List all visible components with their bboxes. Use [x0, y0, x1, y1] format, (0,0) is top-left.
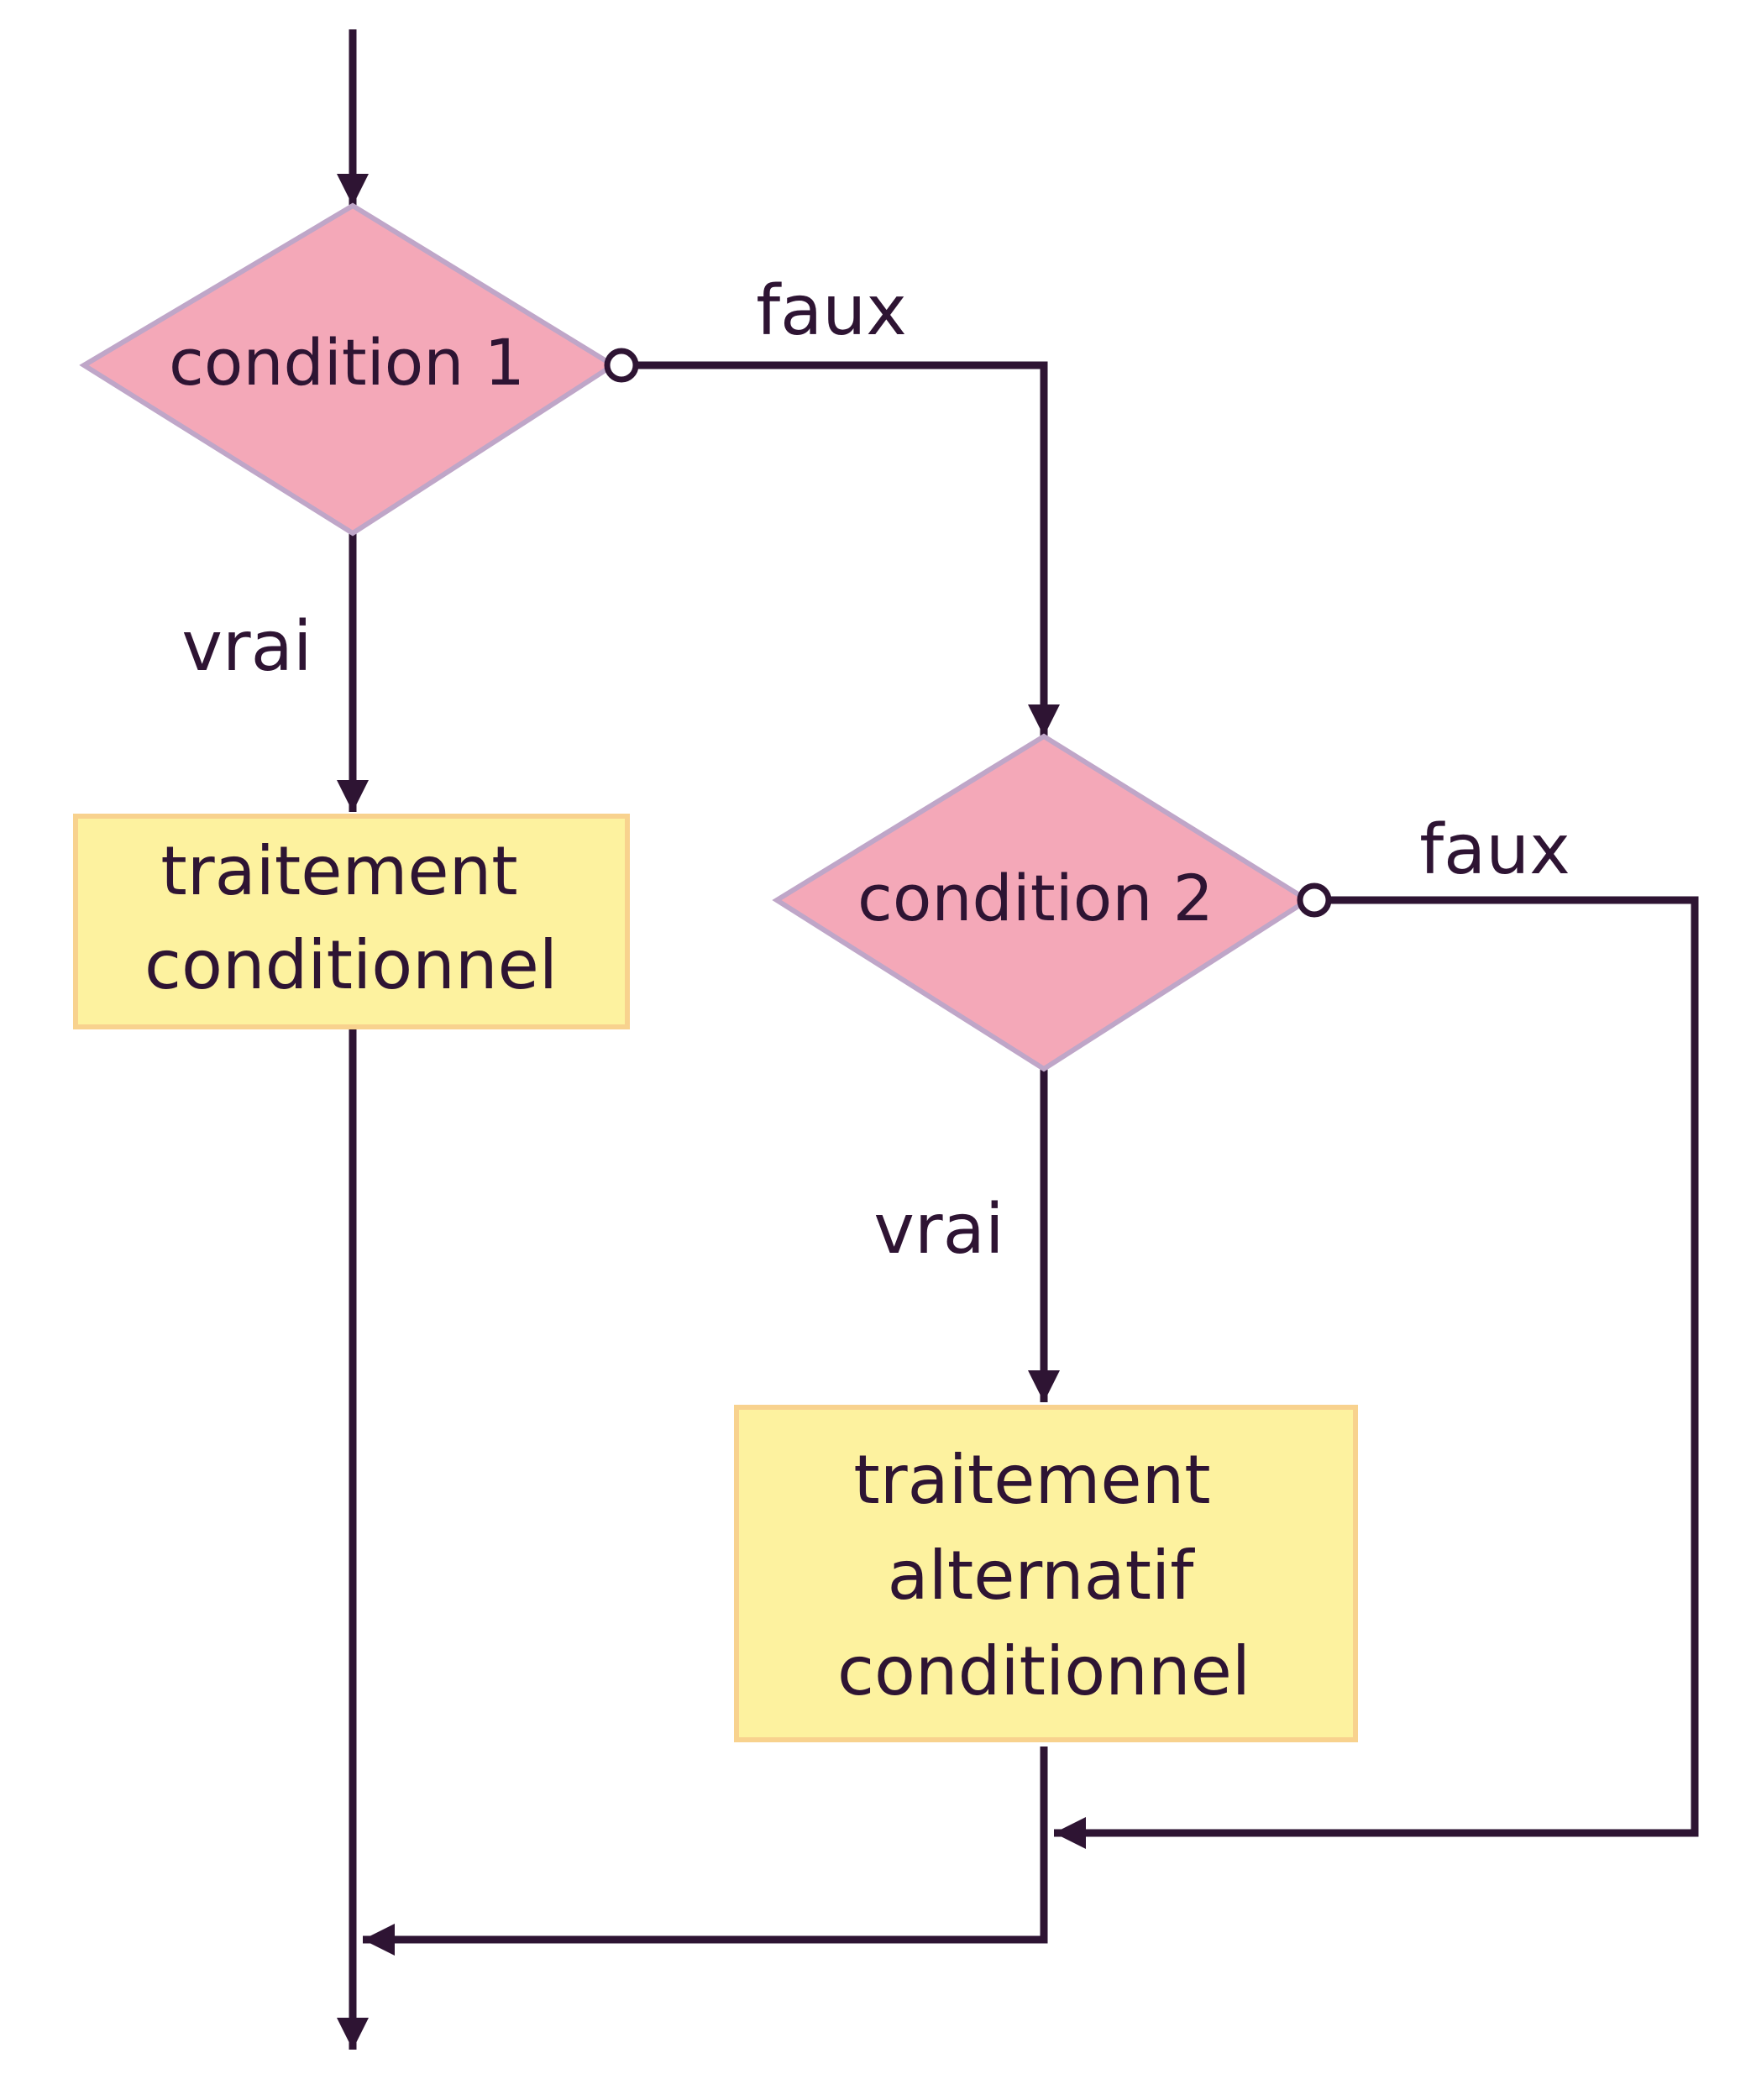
process2-exit-arrow [363, 1747, 1048, 1956]
condition-2-diamond [772, 733, 1313, 1072]
condition-1-diamond [79, 202, 618, 537]
process-1-label-line-1: traitement [160, 832, 517, 910]
c2-false-arrow [1054, 896, 1699, 1849]
process-1-box [73, 814, 630, 1029]
process-2-label-line-1: traitement [853, 1441, 1210, 1519]
condition-2-label: condition 2 [857, 861, 1214, 935]
process-2-box [734, 1405, 1358, 1742]
process-2-label-line-3: conditionnel [837, 1632, 1250, 1710]
c2-true-label: vrai [873, 1190, 1004, 1270]
process-2-label-line-2: alternatif [888, 1537, 1196, 1615]
c1-false-arrow [632, 361, 1060, 736]
c1-true-label: vrai [181, 607, 312, 687]
condition-1-label: condition 1 [169, 325, 525, 400]
process-1-label-line-2: conditionnel [144, 926, 558, 1004]
c2-false-port [1297, 882, 1332, 918]
c1-false-label: faux [756, 271, 907, 351]
c2-false-label: faux [1419, 810, 1570, 890]
c1-false-port [604, 348, 639, 383]
